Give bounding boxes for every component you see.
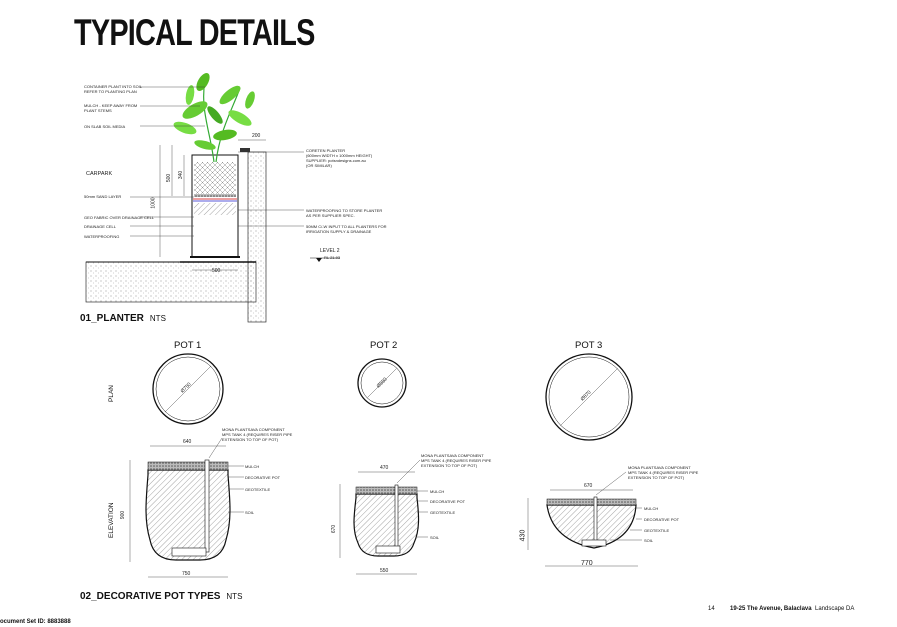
note-mulch: MULCH - KEEP AWAY FROM PLANT STEMS <box>84 103 138 113</box>
pot-2-label-soil: SOIL <box>430 535 440 540</box>
planter-nts: NTS <box>149 314 166 323</box>
pot-2-top-dim: 470 <box>380 465 389 471</box>
pot-1-elevation <box>129 437 244 578</box>
pot-2-height-dim: 670 <box>331 524 338 534</box>
pot-3-height-dim: 430 <box>519 529 527 542</box>
pot-2-component-note: MONA PLANTSAVA COMPONENT MPS TANK 4 (REQ… <box>421 453 492 468</box>
plant-illustration <box>173 72 255 163</box>
dim-planter-h2: 340 <box>178 170 185 180</box>
pot-2-title: POT 2 <box>370 340 398 351</box>
pot-1-label-geotextile: GEOTEXTILE <box>245 487 271 492</box>
dim-planter-h3: 1000 <box>150 197 157 209</box>
page-number: 14 <box>708 606 715 612</box>
pot-2-label-pot: DECORATIVE POT <box>430 499 466 504</box>
pot-2-base-dim: 550 <box>380 568 389 574</box>
pot-1-title: POT 1 <box>174 340 202 351</box>
document-set-id: ocument Set ID: 8883888 <box>0 619 71 625</box>
page-title: TYPICAL DETAILS <box>74 12 315 53</box>
planter-section-drawing <box>85 72 340 323</box>
pot-1-height-dim: 900 <box>120 510 127 520</box>
dim-planter-top: 200 <box>252 133 261 139</box>
pot-3-top-dim: 670 <box>584 483 593 489</box>
label-level: LEVEL 2 <box>320 248 340 254</box>
pot-3-component-note: MONA PLANTSAVA COMPONENT MPS TANK 4 (REQ… <box>628 465 699 480</box>
pot-1-base-dim: 750 <box>182 571 191 577</box>
note-waterproof-planter: WATERPROOFING TO STORE PLANTER AS PER SU… <box>306 208 383 218</box>
pot-3-label-soil: SOIL <box>644 538 654 543</box>
project-name: 19-25 The Avenue, Balaclava <box>730 606 812 612</box>
pot-3-label-geotextile: GEOTEXTILE <box>644 528 670 533</box>
note-sand-layer: 50mm SAND LAYER <box>84 194 122 199</box>
pot-1-label-mulch: MULCH <box>245 464 260 469</box>
pot-1-component-note: MONA PLANTSAVA COMPONENT MPS TANK 4 (REQ… <box>222 427 293 442</box>
pot-3-title: POT 3 <box>575 340 603 351</box>
pot-1-label-soil: SOIL <box>245 510 255 515</box>
pot-2-label-mulch: MULCH <box>430 489 445 494</box>
document-type: Landscape DA <box>815 606 855 612</box>
pot-1-top-dim: 640 <box>183 439 192 445</box>
dim-planter-h1: 500 <box>166 173 173 183</box>
note-soil-media: ON SLAB SOIL MEDIA <box>84 124 126 129</box>
pot-3-label-mulch: MULCH <box>644 506 659 511</box>
pot-2-elevation <box>339 459 428 575</box>
note-container-plant: CONTAINER PLANT INTO SOIL REFER TO PLANT… <box>84 84 143 94</box>
note-drainage-cell: DRAINAGE CELL <box>84 224 117 229</box>
label-rl: RL 21.93 <box>324 255 341 260</box>
pot-plans <box>152 353 633 441</box>
dim-planter-width: 500 <box>212 268 221 274</box>
note-coreten-planter: CORETEN PLANTER (600mm WIDTH x 1000mm HE… <box>306 148 373 168</box>
pots-nts: NTS <box>226 592 243 601</box>
label-carpark: CARPARK <box>86 171 113 177</box>
note-irrigation: 50MM C/-W INPUT TO ALL PLANTERS FOR IRRI… <box>306 224 387 234</box>
note-geo-fabric: GEO FABRIC OVER DRAINAGE CELL <box>84 215 155 220</box>
elevation-row-label: ELEVATION <box>108 502 115 538</box>
pot-3-elevation <box>527 471 642 567</box>
pot-2-label-geotextile: GEOTEXTILE <box>430 510 456 515</box>
pot-1-label-pot: DECORATIVE POT <box>245 475 281 480</box>
pot-3-base-dim: 770 <box>581 560 593 567</box>
note-waterproofing: WATERPROOFING <box>84 234 120 239</box>
pot-3-label-pot: DECORATIVE POT <box>644 517 680 522</box>
plan-row-label: PLAN <box>108 385 115 402</box>
